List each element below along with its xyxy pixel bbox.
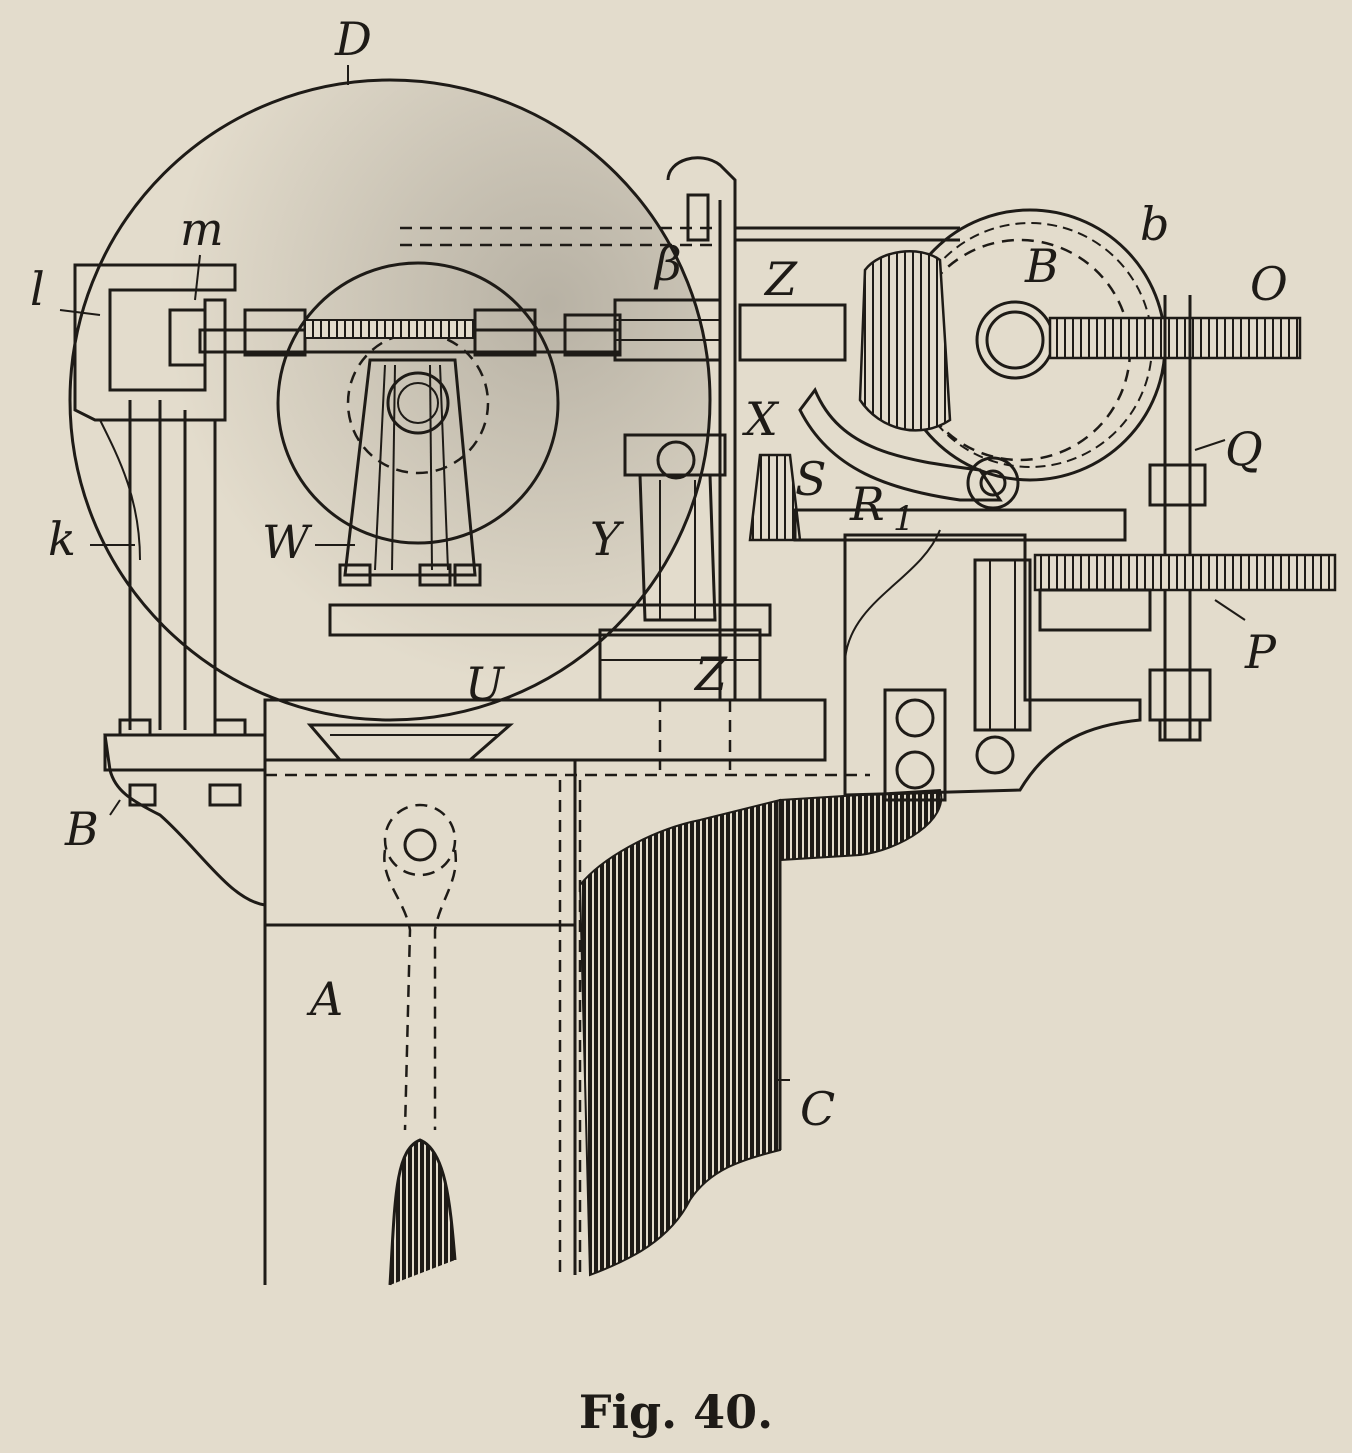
column-A <box>263 760 582 1286</box>
vertical-post-X <box>400 156 847 700</box>
label-Z-top: Z <box>763 252 798 306</box>
figure-caption: Fig. 40. <box>579 1385 773 1439</box>
base-plate <box>103 733 267 907</box>
main-beam <box>263 698 870 777</box>
lower-plate-U <box>328 603 772 770</box>
label-U: U <box>465 657 506 711</box>
label-X: X <box>742 392 780 446</box>
label-R-subscript: 1 <box>893 499 915 539</box>
top-bar <box>735 226 960 242</box>
label-Z-bottom: Z <box>693 647 728 701</box>
label-W: W <box>262 515 313 569</box>
label-P: P <box>1244 625 1277 679</box>
label-m: m <box>180 202 224 256</box>
label-b: b <box>1140 197 1169 251</box>
lever-arm <box>748 387 1127 542</box>
label-R: R <box>849 477 885 531</box>
wheel-stand <box>338 358 482 587</box>
right-bracket <box>843 529 1142 802</box>
left-frame <box>73 263 247 737</box>
arm-P <box>1033 553 1337 632</box>
label-D: D <box>334 12 372 66</box>
label-A: A <box>306 972 343 1026</box>
worm-shaft-O <box>1048 316 1302 360</box>
dark-section-C <box>578 788 943 1277</box>
label-B-base: B <box>64 802 99 856</box>
label-beta: β <box>653 237 682 291</box>
large-disc-D <box>68 78 712 722</box>
label-B-italic: B <box>1024 239 1059 293</box>
pillar-Y <box>623 433 727 622</box>
leader-lines <box>59 65 1246 1081</box>
label-S: S <box>795 452 827 506</box>
label-C: C <box>800 1082 835 1136</box>
label-O: O <box>1250 257 1288 311</box>
label-Y: Y <box>590 512 625 566</box>
label-l: l <box>30 262 45 316</box>
right-rod-Q <box>1148 295 1212 742</box>
label-k: k <box>48 512 76 566</box>
label-Q: Q <box>1225 422 1263 476</box>
diagram-labels: D m l b Z β B O Q X S R 1 Y W k P U Z B … <box>30 12 1288 1136</box>
